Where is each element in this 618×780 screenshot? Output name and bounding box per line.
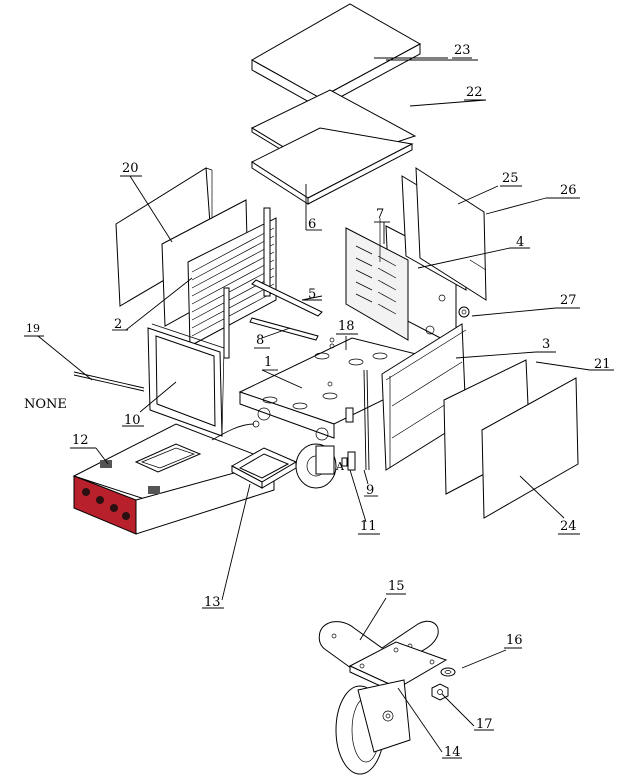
callout-14-label: 14: [444, 745, 461, 760]
callout-22-label: 22: [466, 85, 483, 100]
caster-wheel: [295, 443, 337, 489]
callout-1-label: 1: [264, 355, 272, 370]
back-vent-panel: [345, 218, 409, 341]
latch-bracket: [345, 407, 354, 423]
callout-10-label: 10: [124, 413, 141, 428]
callout-8-label: 8: [256, 333, 264, 348]
callout-19: 19: [24, 322, 44, 337]
callout-3: 3: [536, 337, 556, 353]
rod: [363, 369, 370, 471]
callout-23-label: 23: [454, 43, 471, 58]
callout-20: 20: [120, 161, 142, 177]
callout-21-label: 21: [594, 357, 611, 372]
callout-26: 26: [546, 183, 580, 199]
callout-18-label: 18: [338, 319, 355, 334]
caster-washer: [440, 667, 456, 677]
callout-11: 11: [358, 519, 380, 535]
control-box: [72, 420, 276, 535]
callout-18: 18: [336, 319, 358, 335]
callout-2: 2: [112, 317, 128, 332]
callout-12: 12: [70, 433, 96, 449]
callout-7-label: 7: [376, 207, 384, 222]
callout-4-label: 4: [516, 235, 524, 250]
callout-5: 5: [302, 287, 322, 302]
right-rear-outer-panel: [415, 167, 487, 301]
callout-13: 13: [202, 595, 224, 610]
callout-6: 6: [306, 217, 322, 232]
callout-13-label: 13: [204, 595, 221, 610]
grommet: [458, 306, 470, 318]
none-label: NONE: [24, 397, 67, 412]
callout-12-label: 12: [72, 433, 89, 448]
callout-23: 23: [452, 43, 472, 59]
callout-22: 22: [464, 85, 486, 101]
door-frame: [147, 323, 225, 437]
callout-11-label: 11: [360, 519, 377, 534]
callout-25-label: 25: [502, 171, 519, 186]
callout-10: 10: [122, 413, 144, 428]
callout-6-label: 6: [308, 217, 316, 232]
caster-detail-wheel: [335, 679, 411, 775]
loose-rod: [73, 371, 145, 392]
callout-15-label: 15: [388, 579, 405, 594]
callout-3-label: 3: [542, 337, 550, 352]
callout-5-label: 5: [308, 287, 316, 302]
callout-19-label: 19: [26, 322, 40, 335]
callout-15: 15: [386, 579, 406, 595]
none-annotation: NONE: [24, 397, 67, 412]
small-bracket: [341, 451, 356, 471]
callout-9-label: 9: [366, 483, 374, 498]
callout-2-label: 2: [114, 317, 122, 332]
callout-17-label: 17: [476, 717, 493, 732]
callout-27-label: 27: [560, 293, 577, 308]
callout-8: 8: [254, 333, 270, 349]
rack-bottom-bar: [249, 317, 319, 341]
leader-lines: [37, 57, 591, 753]
callout-4: 4: [510, 235, 530, 250]
detail-marker-label: A: [335, 460, 345, 473]
callout-24-label: 24: [560, 519, 577, 534]
callout-1: 1: [262, 355, 278, 371]
callout-16: 16: [504, 633, 523, 649]
callout-16-label: 16: [506, 633, 523, 648]
callout-27: 27: [556, 293, 580, 309]
callout-7: 7: [374, 207, 390, 223]
rack-frame: [187, 207, 277, 359]
top-lid-panel: [250, 3, 422, 109]
callout-20-label: 20: [122, 161, 139, 176]
callout-25: 25: [500, 171, 522, 187]
callout-21: 21: [590, 357, 614, 372]
callout-24: 24: [558, 519, 580, 535]
base-screws: [327, 337, 335, 387]
callout-14: 14: [442, 745, 462, 760]
callout-26-label: 26: [560, 183, 577, 198]
callout-9: 9: [364, 483, 378, 498]
detail-marker: A: [335, 460, 345, 473]
callout-17: 17: [474, 717, 494, 732]
right-outer-side-panel: [481, 377, 579, 519]
top-inner-panel: [250, 127, 414, 205]
rack-support-bar: [251, 279, 323, 317]
